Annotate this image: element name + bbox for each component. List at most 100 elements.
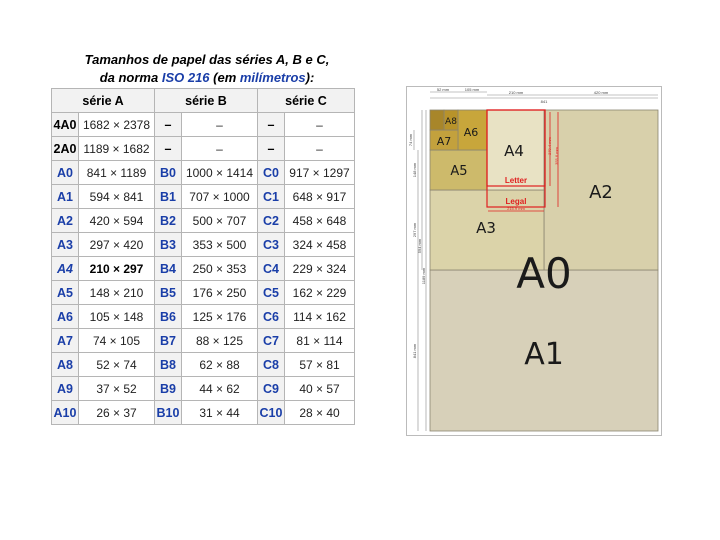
dim-105: 105 mm xyxy=(465,87,480,92)
series-b-name[interactable]: B6 xyxy=(154,304,182,329)
series-c-name[interactable]: C6 xyxy=(257,304,285,329)
series-a-size: 74 × 105 xyxy=(78,328,155,353)
series-b-name[interactable]: B5 xyxy=(154,280,182,305)
series-c-size: – xyxy=(284,112,355,137)
series-b-name[interactable]: B7 xyxy=(154,328,182,353)
series-b-name[interactable]: B3 xyxy=(154,232,182,257)
series-a-size: 210 × 297 xyxy=(78,256,155,281)
series-b-name[interactable]: B10 xyxy=(154,400,182,425)
series-b-size: 31 × 44 xyxy=(181,400,258,425)
dim-74: 74 mm xyxy=(408,133,413,146)
sheet-a2 xyxy=(543,109,659,271)
series-b-size: 707 × 1000 xyxy=(181,184,258,209)
series-a-size: 420 × 594 xyxy=(78,208,155,233)
caption-text: da norma xyxy=(99,70,162,85)
dim-841-left: 841 mm xyxy=(412,343,417,358)
sheet-a9 xyxy=(429,109,445,131)
series-b-name[interactable]: B2 xyxy=(154,208,182,233)
series-c-name[interactable]: C2 xyxy=(257,208,285,233)
series-c-size: 458 × 648 xyxy=(284,208,355,233)
label-a8: A8 xyxy=(445,117,457,127)
caption-text: ): xyxy=(305,70,315,85)
label-a4: A4 xyxy=(504,142,524,160)
series-c-size: 162 × 229 xyxy=(284,280,355,305)
series-a-name[interactable]: A10 xyxy=(51,400,79,425)
caption-line-2: da norma ISO 216 (em milímetros): xyxy=(52,69,362,87)
series-b-size: 250 × 353 xyxy=(181,256,258,281)
series-c-size: 28 × 40 xyxy=(284,400,355,425)
series-c-size: 40 × 57 xyxy=(284,376,355,401)
series-a-name[interactable]: A4 xyxy=(51,256,79,281)
series-c-size: 229 × 324 xyxy=(284,256,355,281)
series-b-size: – xyxy=(181,136,258,161)
series-c-size: 648 × 917 xyxy=(284,184,355,209)
dim-215: 215.9 mm xyxy=(507,206,525,211)
series-c-size: 57 × 81 xyxy=(284,352,355,377)
series-b-name[interactable]: B0 xyxy=(154,160,182,185)
series-c-name[interactable]: C5 xyxy=(257,280,285,305)
series-a-size: 148 × 210 xyxy=(78,280,155,305)
series-a-name[interactable]: A3 xyxy=(51,232,79,257)
iso-216-link[interactable]: ISO 216 xyxy=(161,70,210,85)
series-c-size: 81 × 114 xyxy=(284,328,355,353)
series-a-size: 841 × 1189 xyxy=(78,160,155,185)
dim-210: 210 mm xyxy=(509,90,524,95)
series-b-size: 88 × 125 xyxy=(181,328,258,353)
series-b-size: 500 × 707 xyxy=(181,208,258,233)
series-a-name[interactable]: A9 xyxy=(51,376,79,401)
series-a-size: 37 × 52 xyxy=(78,376,155,401)
dim-594: 594 mm xyxy=(417,238,422,253)
series-c-name[interactable]: C1 xyxy=(257,184,285,209)
series-c-name[interactable]: C10 xyxy=(257,400,285,425)
series-b-name[interactable]: B4 xyxy=(154,256,182,281)
series-b-name: – xyxy=(154,112,182,137)
series-c-name[interactable]: C7 xyxy=(257,328,285,353)
millimetres-link[interactable]: milímetros xyxy=(239,70,306,85)
series-a-name[interactable]: A1 xyxy=(51,184,79,209)
label-a7: A7 xyxy=(437,135,452,148)
series-b-size: 44 × 62 xyxy=(181,376,258,401)
sheet-a4 xyxy=(486,109,545,191)
series-a-name[interactable]: A0 xyxy=(51,160,79,185)
dim-279: 279.4 mm xyxy=(547,136,552,154)
series-a-name[interactable]: A2 xyxy=(51,208,79,233)
series-c-name[interactable]: C3 xyxy=(257,232,285,257)
dim-355: 355.6 mm xyxy=(554,146,559,164)
series-a-name[interactable]: A6 xyxy=(51,304,79,329)
series-c-name[interactable]: C9 xyxy=(257,376,285,401)
series-b-size: – xyxy=(181,112,258,137)
diagram-svg: 52 mm 105 mm 210 mm 420 mm 841 74 mm 148… xyxy=(406,86,662,436)
series-a-name[interactable]: A5 xyxy=(51,280,79,305)
series-b-name[interactable]: B8 xyxy=(154,352,182,377)
caption-text: (em xyxy=(209,70,240,85)
label-a2: A2 xyxy=(589,182,613,203)
series-b-size: 1000 × 1414 xyxy=(181,160,258,185)
caption-line-1: Tamanhos de papel das séries A, B e C, xyxy=(84,52,330,67)
dim-1189: 1189 mm xyxy=(421,267,426,284)
series-c-name[interactable]: C8 xyxy=(257,352,285,377)
series-a-name[interactable]: A8 xyxy=(51,352,79,377)
series-a-name[interactable]: 4A0 xyxy=(51,112,79,137)
series-c-name[interactable]: C4 xyxy=(257,256,285,281)
series-b-size: 125 × 176 xyxy=(181,304,258,329)
series-b-name[interactable]: B1 xyxy=(154,184,182,209)
series-a-size: 594 × 841 xyxy=(78,184,155,209)
label-letter: Letter xyxy=(505,176,527,185)
series-a-name[interactable]: A7 xyxy=(51,328,79,353)
series-c-size: 324 × 458 xyxy=(284,232,355,257)
series-b-name[interactable]: B9 xyxy=(154,376,182,401)
series-b-size: 353 × 500 xyxy=(181,232,258,257)
label-legal: Legal xyxy=(506,197,527,206)
series-a-name[interactable]: 2A0 xyxy=(51,136,79,161)
series-c-name[interactable]: C0 xyxy=(257,160,285,185)
